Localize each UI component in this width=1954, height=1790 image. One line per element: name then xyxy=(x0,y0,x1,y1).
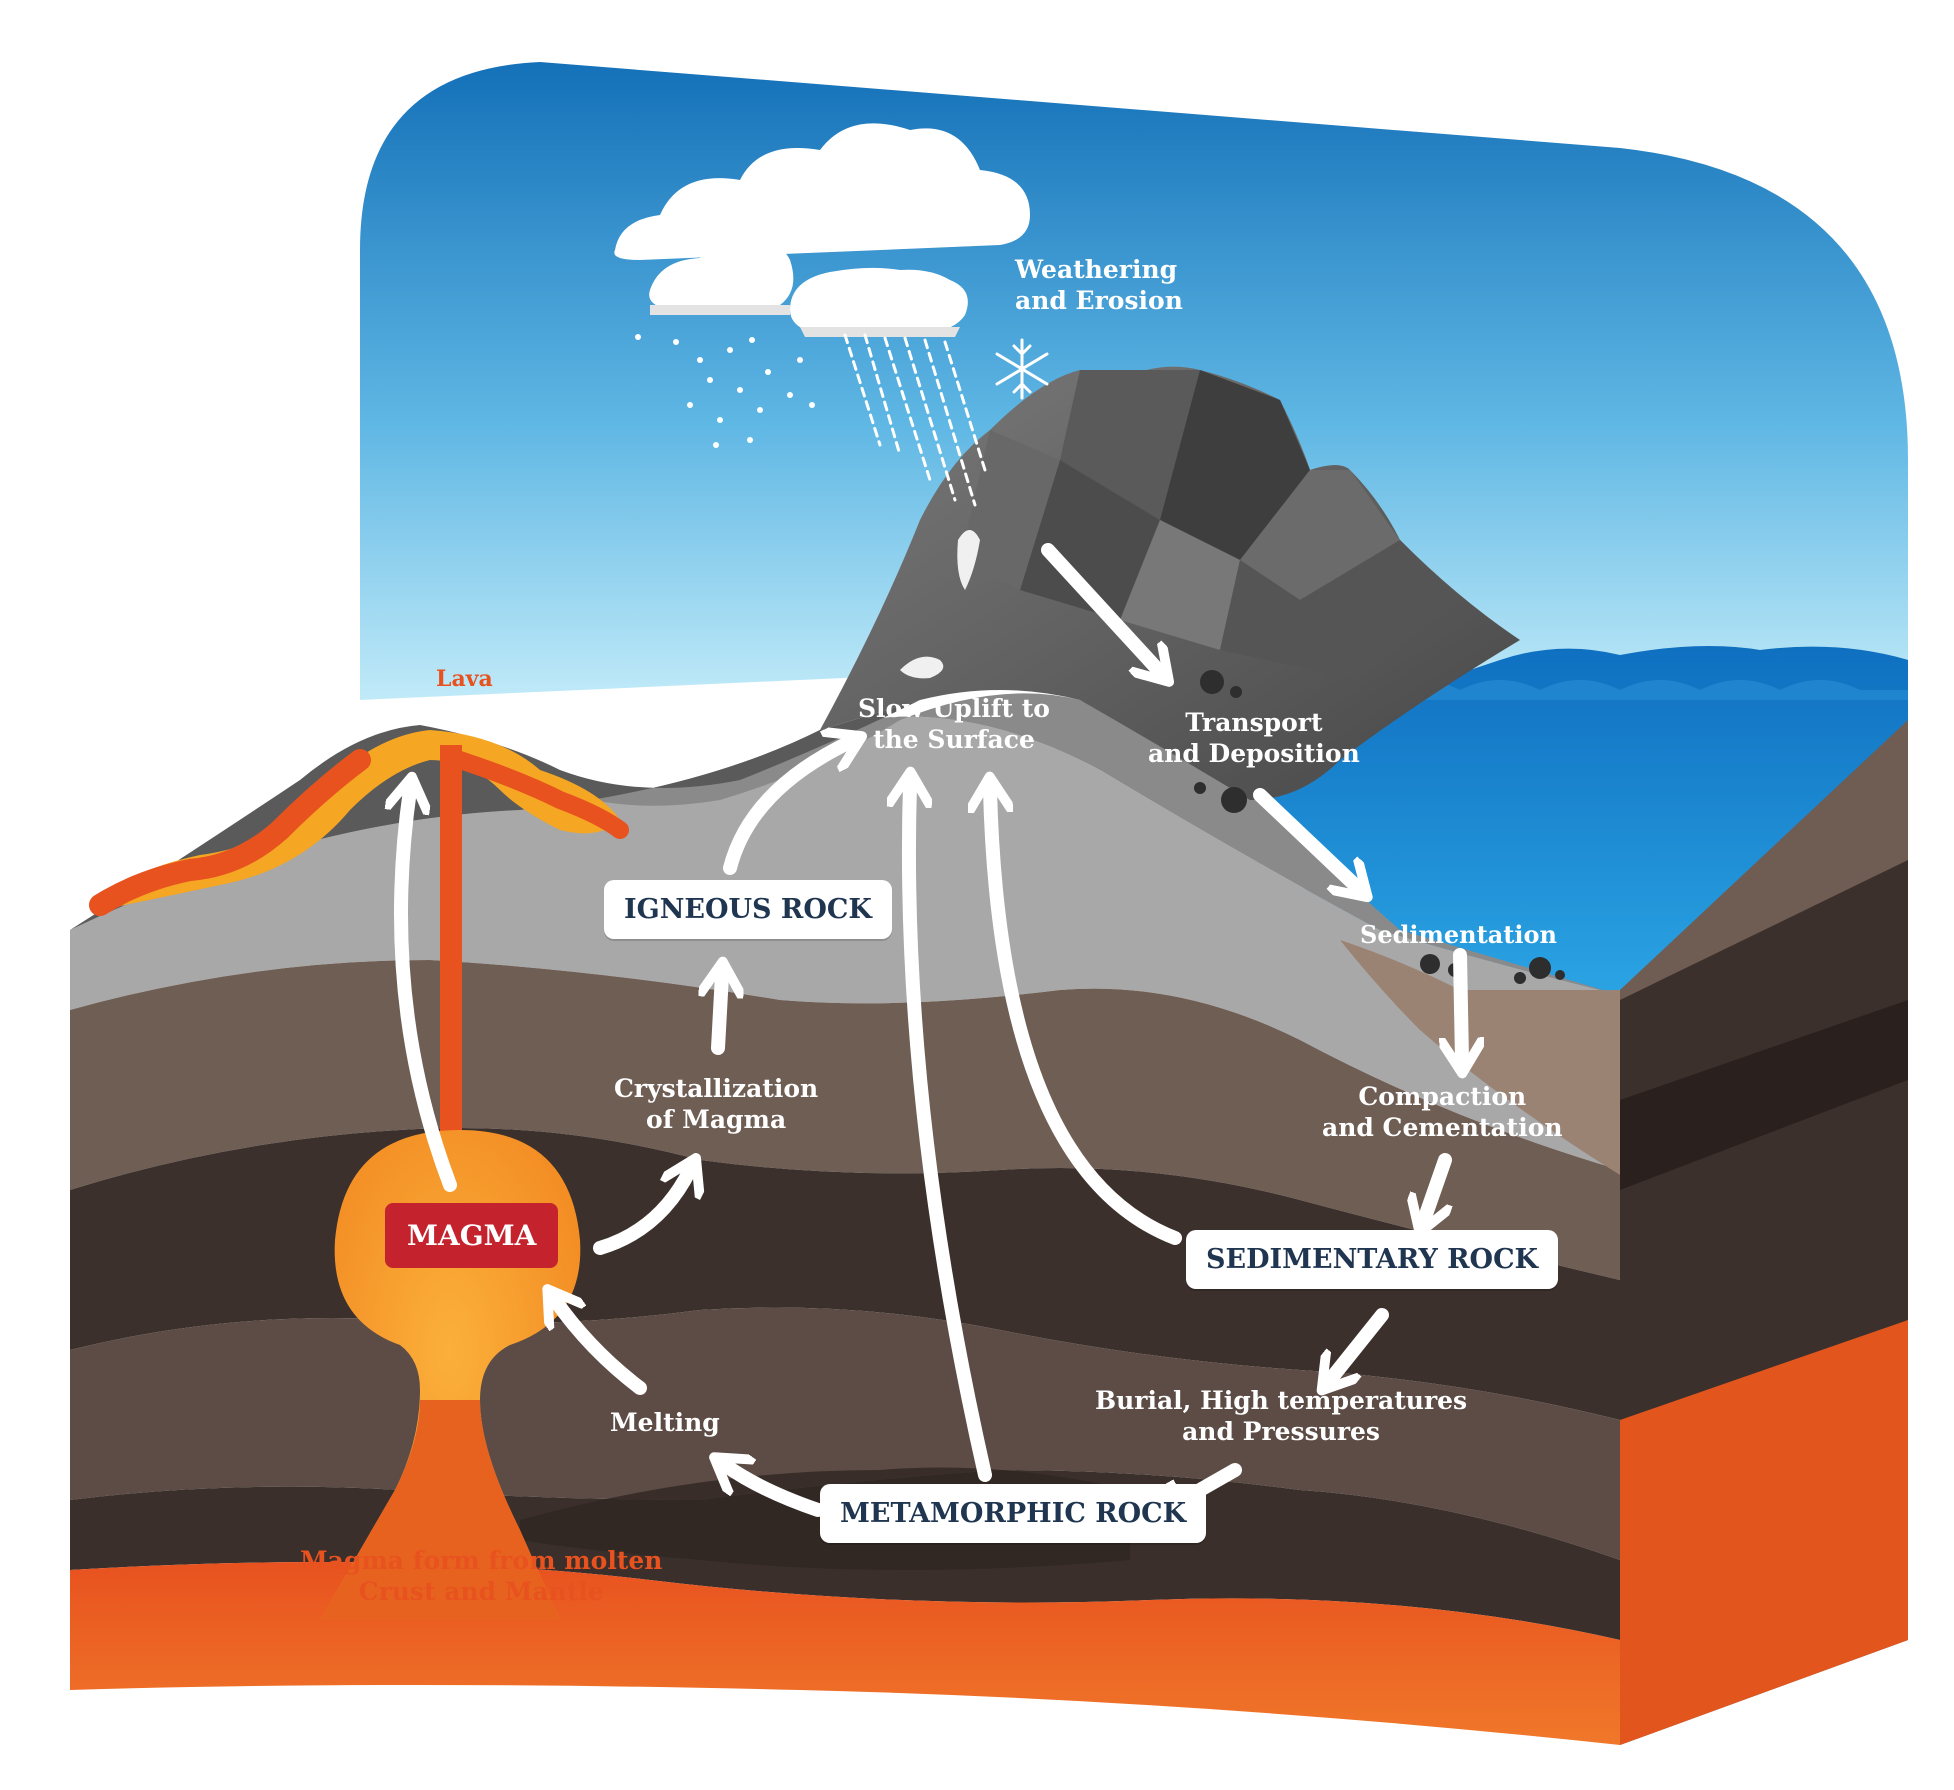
arrow-sedimentary-to-burial xyxy=(1330,1308,1389,1380)
box-magma: MAGMA xyxy=(385,1203,559,1268)
cycle-arrows xyxy=(401,543,1462,1517)
arrow-igneous-to-uplift xyxy=(723,742,850,875)
arrow-crystallization-to-igneous xyxy=(718,975,722,1055)
arrow-magma-to-crystallization xyxy=(593,1170,690,1255)
snowflake-icon xyxy=(995,338,1049,400)
snow-particles xyxy=(635,334,815,448)
rain xyxy=(843,333,987,507)
arrow-transport-to-sedimentation xyxy=(1253,788,1358,888)
debris xyxy=(1194,670,1565,984)
arrow-metamorphic-to-melting xyxy=(725,1465,825,1517)
arrow-sedimentation-to-compaction xyxy=(1460,948,1462,1060)
arrow-magma-to-lava xyxy=(401,790,457,1192)
label-sedimentation: Sedimentation xyxy=(1360,920,1557,949)
ocean-water xyxy=(1230,646,1908,990)
arrow-metamorphic-to-uplift xyxy=(909,785,992,1482)
box-metamorphic-rock: METAMORPHIC ROCK xyxy=(820,1484,1207,1543)
arrow-melting-to-magma xyxy=(555,1300,647,1395)
label-lava: Lava xyxy=(436,666,493,692)
arrow-sedimentary-to-uplift xyxy=(990,790,1182,1245)
arrow-compaction-to-sedimentary xyxy=(1424,1153,1445,1220)
label-melting: Melting xyxy=(610,1408,720,1437)
arrow-weathering-to-transport xyxy=(1041,543,1160,672)
box-sedimentary-rock: SEDIMENTARY ROCK xyxy=(1186,1230,1559,1289)
box-igneous-rock: IGNEOUS ROCK xyxy=(604,880,892,939)
clouds xyxy=(614,123,1030,337)
